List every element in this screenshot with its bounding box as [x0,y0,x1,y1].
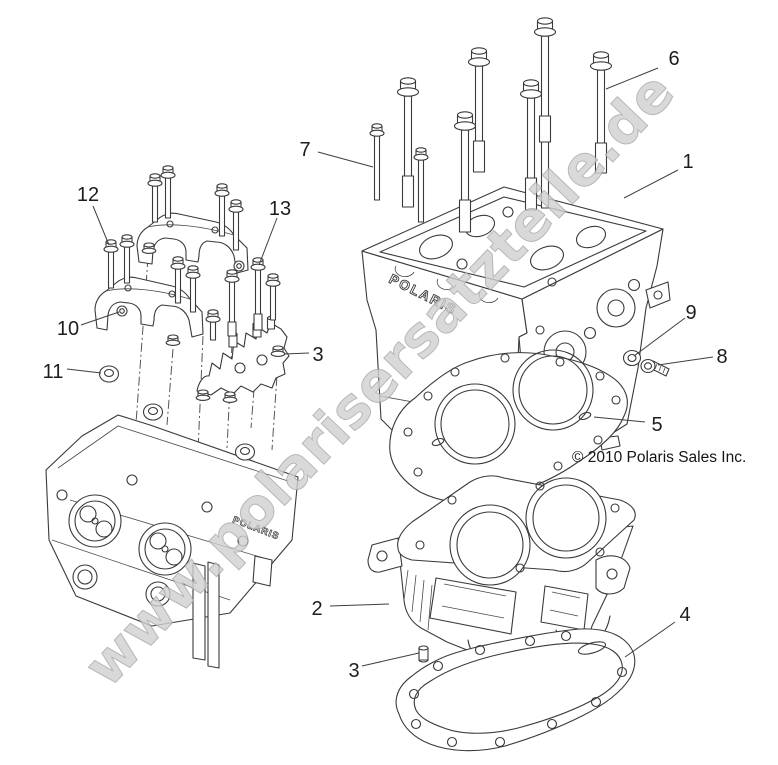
svg-text:4: 4 [679,604,690,626]
svg-text:7: 7 [299,139,310,161]
rubber-damper [142,403,164,421]
cam-holder-bolts [103,165,281,341]
head-bolts-long [369,17,613,233]
svg-text:9: 9 [685,302,696,324]
svg-text:12: 12 [77,184,99,206]
cylinder-bores [449,477,607,586]
svg-text:11: 11 [43,361,64,383]
camshaft-holder-cluster [94,165,290,453]
rubber-damper [98,365,120,383]
callout-9: 9 [633,302,697,357]
callout-6: 6 [605,48,680,90]
svg-text:10: 10 [57,318,79,340]
svg-text:2: 2 [311,598,322,620]
head-bolt-small [369,123,385,201]
svg-text:3: 3 [312,344,323,366]
callout-3-lower: 3 [348,652,420,682]
svg-text:1: 1 [682,151,693,173]
callout-12: 12 [77,184,110,246]
callout-5: 5 [593,414,663,436]
rubber-damper [234,443,256,461]
cam-holder-long-bolts [224,257,266,337]
head-bolt [519,79,543,211]
svg-text:13: 13 [269,198,291,220]
callout-1: 1 [623,151,694,199]
head-bolt [533,17,557,209]
gasket-holes [403,353,621,499]
flange-bolt-part [640,358,670,377]
svg-text:6: 6 [668,48,679,70]
dowel-pin-part [418,645,429,663]
copyright-text: © 2010 Polaris Sales Inc. [572,449,746,466]
callout-13: 13 [258,198,291,266]
callout-8: 8 [657,346,728,368]
callouts: 1 2 3 3 4 5 6 7 [43,48,728,682]
callout-11: 11 [43,361,102,383]
head-bolt [589,51,613,174]
combustion-chambers [68,494,192,576]
callout-7: 7 [299,139,374,168]
head-bolt [467,47,491,173]
gasket-holes [408,630,628,748]
callout-3-upper: 3 [283,344,324,366]
dowel-bushing [233,260,245,272]
head-bolt [396,77,420,208]
callout-10: 10 [57,311,120,340]
callout-4: 4 [624,604,691,658]
head-bolt-small [413,147,429,223]
cylinder-head-bottom-view: POLARIS [45,403,299,669]
svg-text:8: 8 [716,346,727,368]
svg-text:3: 3 [348,660,359,682]
head-bolt [453,111,477,233]
base-gasket-part [395,628,636,752]
svg-text:5: 5 [651,414,662,436]
callout-2: 2 [311,598,390,620]
dowel-bushing [116,305,128,317]
stud-holes [415,481,620,573]
